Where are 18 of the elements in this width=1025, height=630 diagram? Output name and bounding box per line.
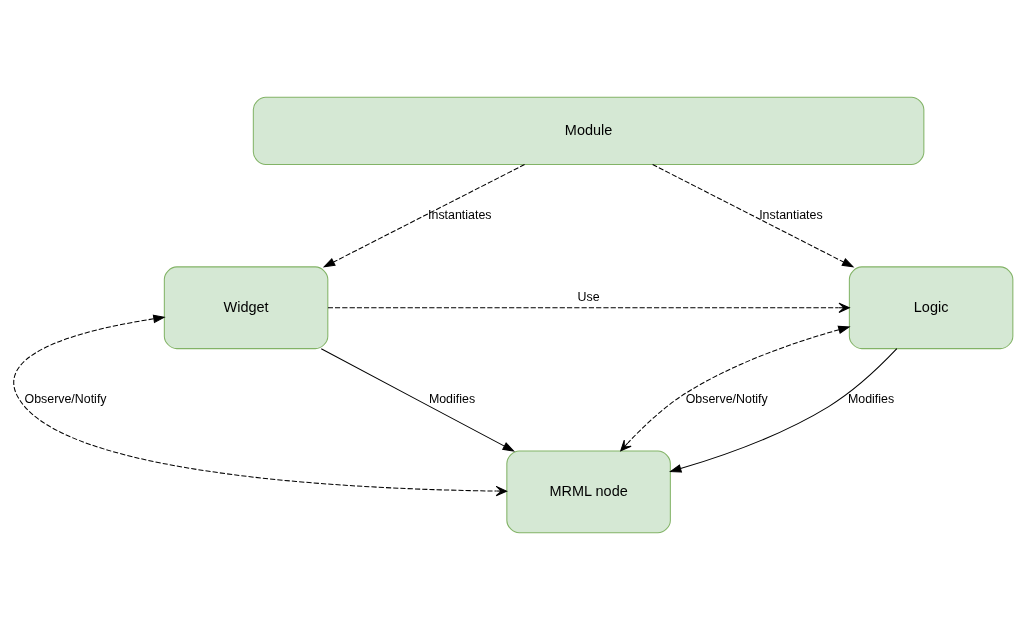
arrow [619, 325, 851, 452]
node-box: MRML node [505, 450, 671, 534]
node-box: Module [252, 96, 924, 165]
arrow [12, 314, 507, 497]
arrow [322, 164, 525, 268]
edge-label: Instantiates [427, 207, 491, 222]
edge-label: Modifies [428, 392, 475, 407]
edge-label: Instantiates [758, 207, 823, 222]
node-box: Logic [848, 266, 1013, 350]
edge-label: Observe/Notify [23, 392, 107, 407]
node-box: Widget [163, 266, 328, 350]
arrow [668, 348, 897, 473]
arrow [320, 348, 515, 452]
arrow [651, 164, 854, 268]
edge-label: Modifies [847, 392, 894, 407]
arrow [327, 302, 850, 313]
edge-label: Use [577, 290, 600, 305]
edge-label: Observe/Notify [685, 392, 768, 407]
